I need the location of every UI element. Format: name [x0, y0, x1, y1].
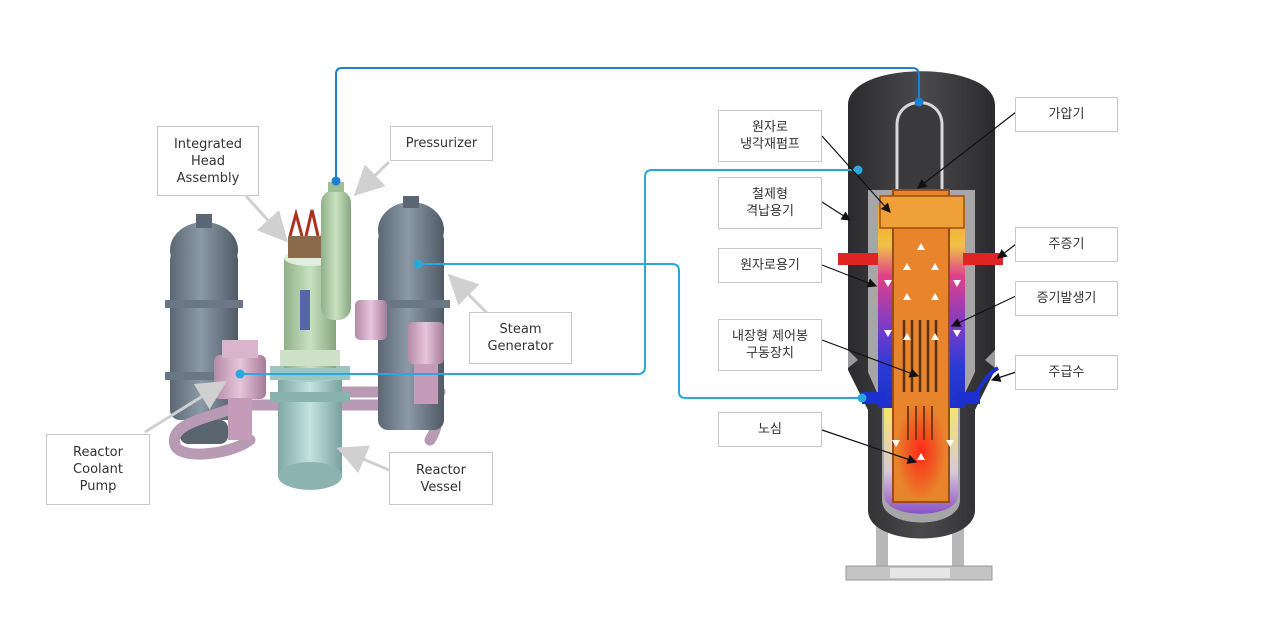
connector-pressurizer: [335, 67, 920, 181]
feedwater-nozzles: [862, 366, 999, 404]
left-leader-arrows: [144, 160, 490, 474]
core-region: [896, 402, 946, 500]
label-pressurizer-kr: 가압기: [1015, 97, 1118, 132]
label-crdm-kr: 내장형 제어봉 구동장치: [718, 319, 822, 371]
label-core-kr: 노심: [718, 412, 822, 447]
control-rod-drives: [902, 320, 938, 392]
left-steam-generator: [165, 214, 243, 444]
label-steel-containment-kr: 철제형 격납용기: [718, 177, 822, 229]
label-steam-generator-kr: 증기발생기: [1015, 281, 1118, 316]
connector-pump: [240, 169, 858, 375]
main-steam-nozzles: [838, 253, 1003, 265]
reactor-vessel-body: [270, 362, 350, 490]
pressurizer-tank: [321, 182, 351, 320]
label-pressurizer: Pressurizer: [390, 126, 493, 161]
label-integrated-head-assembly: Integrated Head Assembly: [157, 126, 259, 196]
flow-arrows: [884, 243, 961, 460]
right-leader-lines: [821, 111, 1017, 464]
reactor-assembly-illustration: [165, 182, 450, 490]
label-reactor-vessel: Reactor Vessel: [389, 452, 493, 505]
connector-dots: [235, 97, 924, 403]
pressurizer-dome: [895, 101, 944, 197]
label-rcp-kr: 원자로 냉각재펌프: [718, 110, 822, 162]
connector-steam-generator: [418, 263, 862, 399]
label-steam-generator: Steam Generator: [469, 312, 572, 364]
reactor-cross-section: [838, 71, 1003, 581]
connector-lines: [240, 67, 920, 399]
label-reactor-coolant-pump: Reactor Coolant Pump: [46, 434, 150, 505]
label-reactor-vessel-kr: 원자로용기: [718, 248, 822, 283]
label-main-steam-kr: 주증기: [1015, 227, 1118, 262]
label-feedwater-kr: 주급수: [1015, 355, 1118, 390]
